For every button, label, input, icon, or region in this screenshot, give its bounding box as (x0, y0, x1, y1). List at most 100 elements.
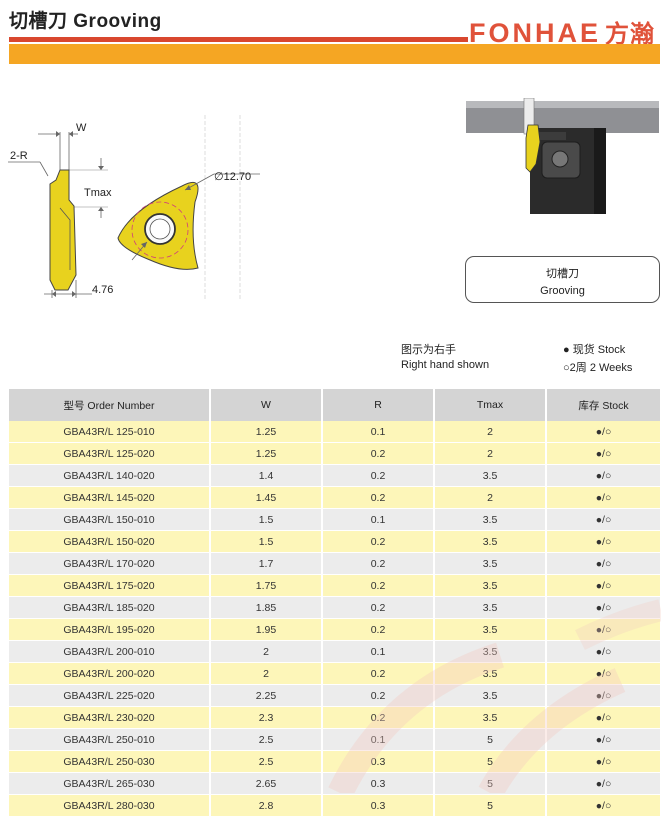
cell-order-number: GBA43R/L 195-020 (9, 618, 211, 641)
application-photo (466, 98, 659, 220)
cell-w: 1.25 (210, 421, 323, 443)
label-thickness: 4.76 (92, 284, 113, 296)
col-header-w: W (210, 389, 323, 421)
insert-side-view (8, 131, 108, 298)
cell-r: 0.1 (322, 421, 435, 443)
legend-stock: ● 现货 Stock (563, 344, 626, 356)
cell-tmax: 3.5 (434, 464, 547, 487)
label-inscribed-circle: ∅12.70 (214, 171, 251, 183)
caption-box: 切槽刀 Grooving (465, 256, 660, 303)
cell-r: 0.2 (322, 552, 435, 575)
label-w: W (76, 122, 87, 134)
cell-order-number: GBA43R/L 185-020 (9, 596, 211, 619)
cell-tmax: 5 (434, 750, 547, 773)
cell-order-number: GBA43R/L 230-020 (9, 706, 211, 729)
col-header-order-number: 型号 Order Number (9, 389, 211, 421)
cell-stock: ●/○ (546, 640, 660, 663)
cell-stock: ●/○ (546, 486, 660, 509)
cell-order-number: GBA43R/L 225-020 (9, 684, 211, 707)
cell-order-number: GBA43R/L 200-020 (9, 662, 211, 685)
header-rule (9, 37, 468, 42)
cell-stock: ●/○ (546, 596, 660, 619)
spec-table: 型号 Order Number W R Tmax 库存 Stock GBA43R… (9, 389, 660, 817)
cell-r: 0.2 (322, 662, 435, 685)
cell-r: 0.2 (322, 530, 435, 553)
cell-tmax: 3.5 (434, 574, 547, 597)
cell-stock: ●/○ (546, 662, 660, 685)
insert-drawing: W 2-R Tmax 4.76 ∅12.70 (8, 115, 260, 300)
cell-r: 0.2 (322, 684, 435, 707)
cell-w: 2 (210, 640, 323, 663)
cell-w: 1.4 (210, 464, 323, 487)
cell-tmax: 2 (434, 421, 547, 443)
cell-tmax: 3.5 (434, 508, 547, 531)
cell-stock: ●/○ (546, 421, 660, 443)
cell-stock: ●/○ (546, 728, 660, 751)
cell-order-number: GBA43R/L 170-020 (9, 552, 211, 575)
cell-r: 0.2 (322, 574, 435, 597)
cell-tmax: 3.5 (434, 640, 547, 663)
cell-tmax: 5 (434, 794, 547, 817)
cell-tmax: 3.5 (434, 618, 547, 641)
brand-cn: 方瀚 (605, 21, 655, 48)
cell-order-number: GBA43R/L 150-010 (9, 508, 211, 531)
cell-w: 1.95 (210, 618, 323, 641)
cell-stock: ●/○ (546, 706, 660, 729)
legend-two-weeks: ○2周 2 Weeks (563, 362, 633, 374)
cell-order-number: GBA43R/L 150-020 (9, 530, 211, 553)
cell-stock: ●/○ (546, 618, 660, 641)
cell-w: 1.75 (210, 574, 323, 597)
cell-r: 0.1 (322, 508, 435, 531)
cell-r: 0.1 (322, 728, 435, 751)
cell-order-number: GBA43R/L 250-010 (9, 728, 211, 751)
cell-order-number: GBA43R/L 145-020 (9, 486, 211, 509)
cell-tmax: 3.5 (434, 596, 547, 619)
cell-tmax: 2 (434, 442, 547, 465)
cell-tmax: 3.5 (434, 530, 547, 553)
cell-order-number: GBA43R/L 250-030 (9, 750, 211, 773)
cell-r: 0.2 (322, 464, 435, 487)
cell-stock: ●/○ (546, 684, 660, 707)
cell-w: 1.25 (210, 442, 323, 465)
cell-w: 2.5 (210, 728, 323, 751)
cell-tmax: 3.5 (434, 662, 547, 685)
cell-w: 2.8 (210, 794, 323, 817)
cell-order-number: GBA43R/L 140-020 (9, 464, 211, 487)
cell-tmax: 3.5 (434, 684, 547, 707)
cell-order-number: GBA43R/L 280-030 (9, 794, 211, 817)
caption-cn: 切槽刀 (546, 268, 579, 280)
cell-order-number: GBA43R/L 125-020 (9, 442, 211, 465)
cell-stock: ●/○ (546, 772, 660, 795)
cell-tmax: 3.5 (434, 706, 547, 729)
cell-order-number: GBA43R/L 265-030 (9, 772, 211, 795)
cell-w: 2.3 (210, 706, 323, 729)
cell-stock: ●/○ (546, 508, 660, 531)
col-header-stock: 库存 Stock (546, 389, 660, 421)
cell-w: 1.45 (210, 486, 323, 509)
cell-r: 0.3 (322, 794, 435, 817)
cell-w: 2.65 (210, 772, 323, 795)
note-shown-en: Right hand shown (401, 359, 490, 371)
cell-w: 2 (210, 662, 323, 685)
cell-stock: ●/○ (546, 574, 660, 597)
cell-stock: ●/○ (546, 442, 660, 465)
caption-en: Grooving (540, 285, 585, 297)
header-band (9, 44, 660, 64)
cell-r: 0.2 (322, 442, 435, 465)
cell-r: 0.2 (322, 618, 435, 641)
label-tmax: Tmax (84, 187, 112, 199)
col-header-r: R (322, 389, 435, 421)
